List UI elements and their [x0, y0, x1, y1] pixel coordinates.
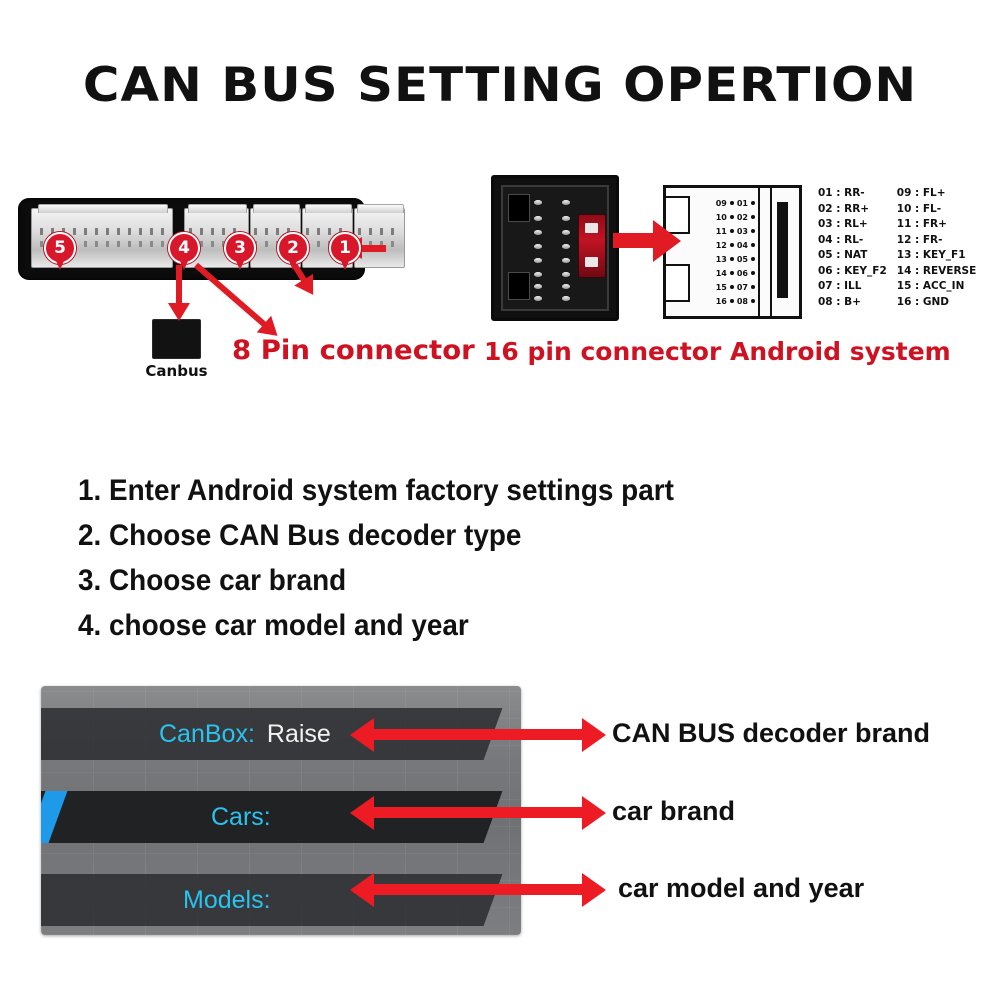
legend-item: 16 : GND	[896, 295, 950, 308]
step-2: 2. Choose CAN Bus decoder type	[78, 519, 522, 552]
page-title: CAN BUS SETTING OPERTION	[82, 58, 918, 113]
schematic-divider-2	[770, 188, 772, 316]
arrow-cars-annotation	[350, 795, 606, 830]
schematic-row: 09 01	[682, 196, 758, 210]
connector-block-1	[354, 204, 405, 268]
red-key-connector	[578, 214, 606, 278]
annotation-car-model-year: car model and year	[618, 873, 865, 903]
legend-item: 02 : RR+	[818, 202, 870, 215]
arrow-badge4-to-canbus	[176, 265, 182, 305]
legend-item: 06 : KEY_F2	[818, 264, 887, 277]
canbox-row-label: CanBox: Raise	[159, 708, 331, 760]
pin-number-right: 02	[736, 212, 748, 222]
pin-number-left: 09	[715, 198, 727, 208]
legend-item: 14 : REVERSE	[896, 264, 977, 277]
pin-number-left: 10	[715, 212, 727, 222]
pin-number-right: 07	[736, 282, 748, 292]
pin-number-left: 12	[715, 240, 727, 250]
pin-legend-column-2: 09 : FL+ 10 : FL- 11 : FR+ 12 : FR- 13 :…	[897, 186, 977, 310]
pin-legend-column-1: 01 : RR- 02 : RR+ 03 : RL+ 04 : RL- 05 :…	[818, 186, 887, 310]
schematic-row: 10 02	[682, 210, 758, 224]
instruction-steps: 1. Enter Android system factory settings…	[78, 468, 878, 648]
canbus-module-label: Canbus	[145, 362, 208, 380]
annotation-decoder-brand: CAN BUS decoder brand	[612, 718, 931, 748]
legend-item: 12 : FR-	[896, 233, 943, 246]
pin-number-right: 04	[736, 240, 748, 250]
legend-item: 11 : FR+	[896, 218, 947, 230]
pin-number-left: 11	[715, 226, 727, 236]
legend-item: 13 : KEY_F1	[896, 249, 966, 261]
legend-item: 09 : FL+	[896, 187, 946, 199]
sixteen-pin-connector-caption: 16 pin connector Android system	[484, 337, 951, 366]
legend-item: 01 : RR-	[818, 187, 865, 199]
legend-item: 05 : NAT	[818, 249, 868, 261]
badge-4: 4	[168, 232, 200, 270]
step-3: 3. Choose car brand	[78, 564, 347, 597]
pin-number-right: 01	[736, 198, 748, 208]
schematic-row: 14 06	[682, 266, 758, 280]
badge-5: 5	[44, 232, 76, 270]
canbox-key: CanBox:	[159, 719, 255, 748]
sixteen-pin-connector-photo	[491, 175, 619, 321]
schematic-notch-bottom	[666, 264, 690, 302]
badge-2: 2	[277, 232, 309, 270]
pin-number-left: 15	[715, 282, 727, 292]
arrow-photo-to-schematic	[613, 219, 681, 262]
step-1: 1. Enter Android system factory settings…	[78, 474, 674, 507]
schematic-divider-1	[758, 188, 760, 316]
pin-number-right: 05	[736, 254, 748, 264]
arrow-canbox-annotation	[350, 717, 606, 752]
legend-item: 15 : ACC_IN	[896, 280, 965, 292]
pin-number-right: 08	[736, 296, 748, 306]
pin-number-right: 03	[736, 226, 748, 236]
step-4: 4. choose car model and year	[78, 609, 469, 642]
housing-notch-top	[508, 194, 530, 222]
legend-item: 08 : B+	[818, 295, 861, 308]
canbus-module-icon	[152, 319, 201, 359]
pin-number-left: 13	[715, 254, 727, 264]
legend-item: 03 : RL+	[818, 218, 868, 230]
arrow-to-badge-1	[360, 245, 386, 252]
cars-row-label: Cars:	[211, 791, 283, 843]
schematic-row: 12 04	[682, 238, 758, 252]
annotation-car-brand: car brand	[612, 796, 736, 826]
badge-3: 3	[224, 232, 256, 270]
canbox-value: Raise	[266, 719, 331, 748]
legend-item: 04 : RL-	[818, 233, 864, 246]
cars-key: Cars:	[211, 802, 271, 831]
legend-item: 10 : FL-	[896, 202, 942, 215]
pin-legend: 01 : RR- 02 : RR+ 03 : RL+ 04 : RL- 05 :…	[818, 186, 988, 310]
pin-number-left: 14	[715, 268, 727, 278]
models-key: Models:	[183, 885, 271, 914]
schematic-row: 11 03	[682, 224, 758, 238]
models-row-label: Models:	[183, 874, 283, 926]
housing-notch-bottom	[508, 272, 530, 300]
pin-number-right: 06	[736, 268, 748, 278]
arrow-models-annotation	[350, 872, 606, 907]
schematic-slot	[777, 202, 788, 298]
badge-1: 1	[329, 232, 361, 270]
legend-item: 07 : ILL	[818, 280, 862, 292]
schematic-row: 13 05	[682, 252, 758, 266]
pin-number-left: 16	[715, 296, 727, 306]
